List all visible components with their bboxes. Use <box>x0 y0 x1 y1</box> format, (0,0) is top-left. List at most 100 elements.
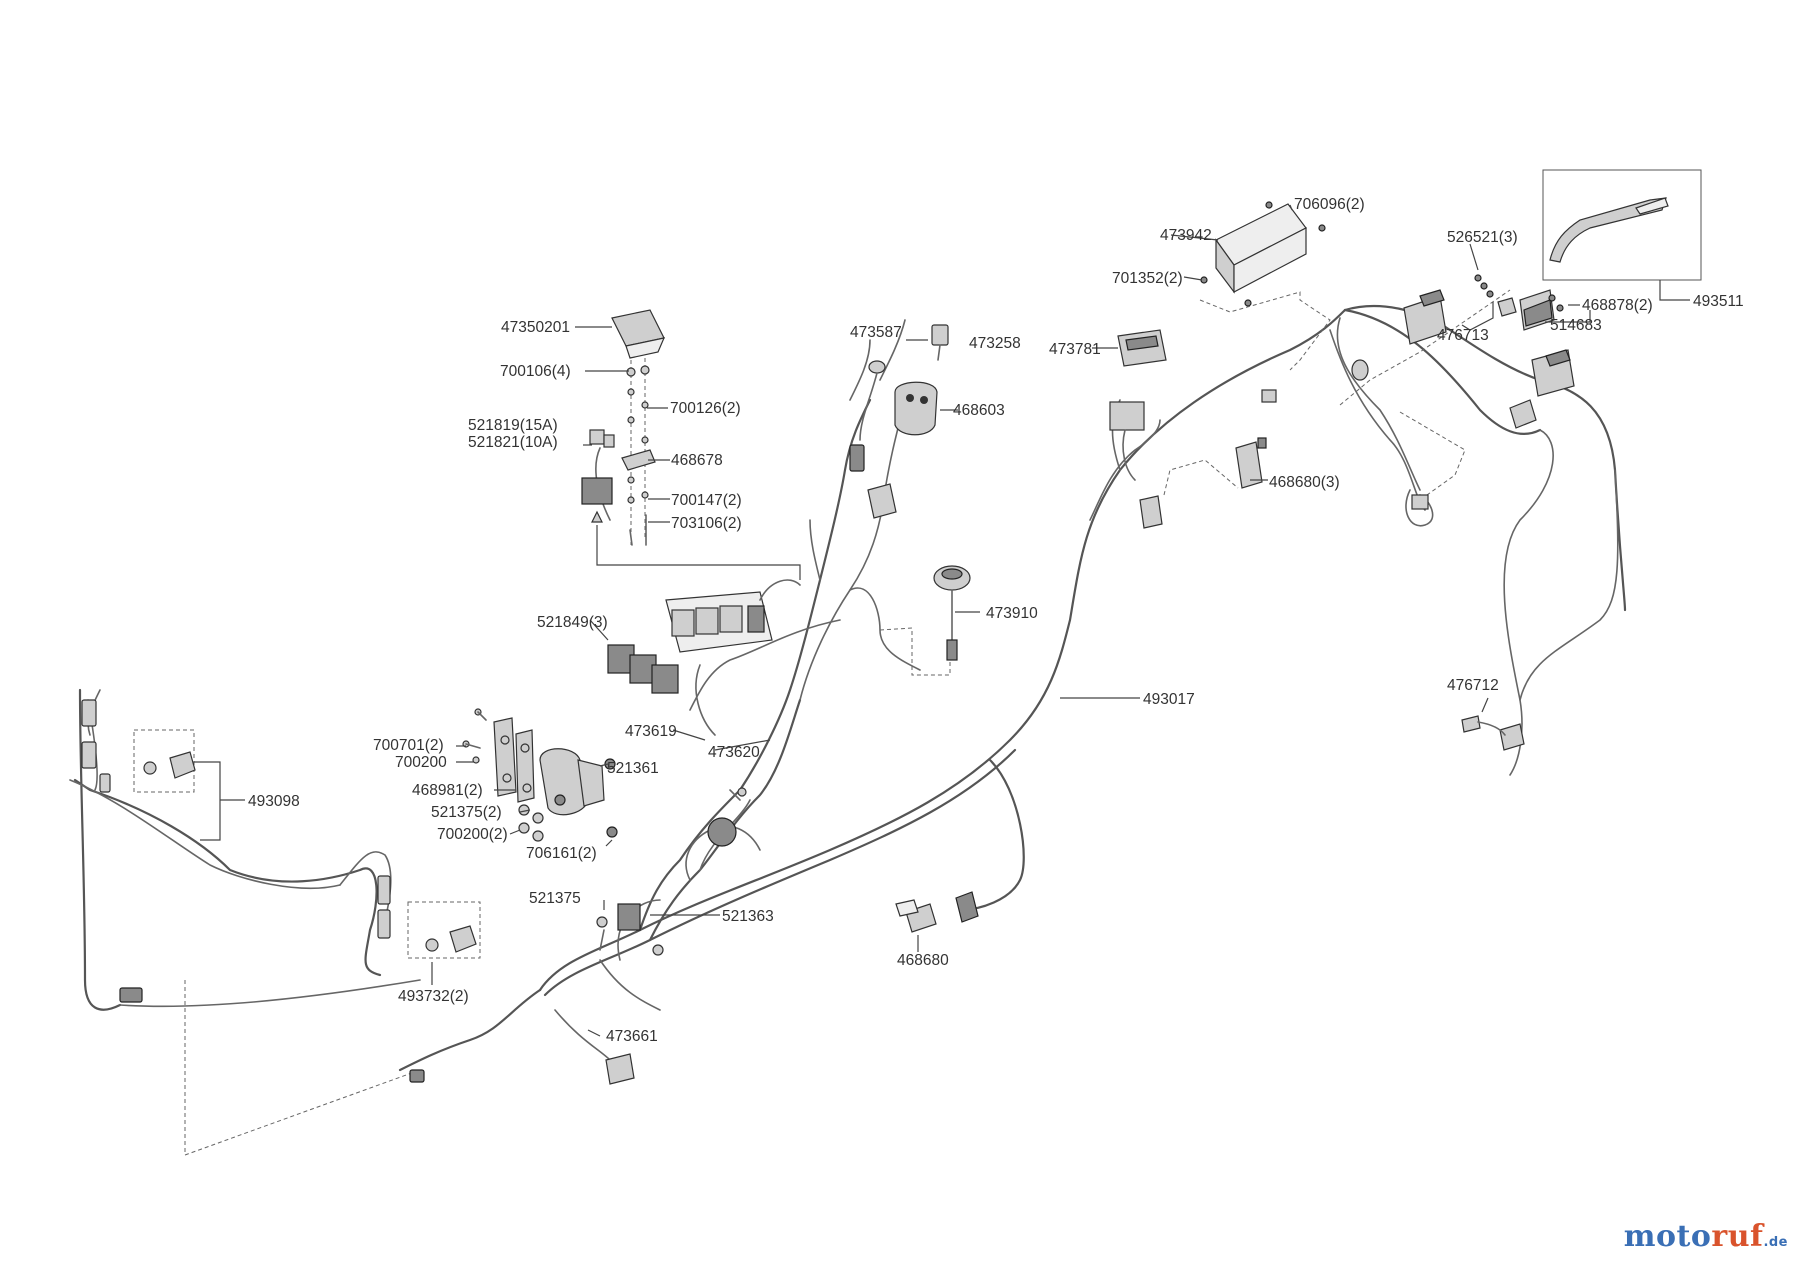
connector-icon <box>1109 401 1145 431</box>
label-521849: 521849(3) <box>537 614 608 631</box>
label-493732: 493732(2) <box>398 988 469 1005</box>
bracket-icon <box>493 717 517 797</box>
terminal-icon <box>596 916 608 928</box>
leader-lines <box>194 204 1690 1037</box>
relay-block-521849 <box>607 579 801 736</box>
connector-icon <box>1139 495 1163 529</box>
label-700126: 700126(2) <box>670 400 741 417</box>
connector-icon <box>1411 494 1429 510</box>
label-473661: 473661 <box>606 1028 658 1045</box>
relay-socket-icon <box>671 609 695 637</box>
label-473781: 473781 <box>1049 341 1101 358</box>
label-473942: 473942 <box>1160 227 1212 244</box>
label-521361: 521361 <box>607 760 659 777</box>
bracket-icon <box>621 449 656 471</box>
connector-icon <box>119 987 143 1003</box>
label-701352: 701352(2) <box>1112 270 1183 287</box>
label-468878: 468878(2) <box>1582 297 1653 314</box>
label-521375: 521375 <box>529 890 581 907</box>
label-706161: 706161(2) <box>526 845 597 862</box>
plunger-switch-icon <box>1235 441 1263 489</box>
label-521821: 521821(10A) <box>468 434 558 451</box>
label-473620: 473620 <box>708 744 760 761</box>
connector-icon <box>867 483 897 519</box>
connector-icon <box>1509 399 1537 429</box>
label-700106: 700106(4) <box>500 363 571 380</box>
fuse-icon <box>589 429 605 445</box>
connector-icon <box>377 875 391 905</box>
connector-icon <box>81 741 97 769</box>
connector-icon <box>1499 723 1525 751</box>
key-icon <box>931 324 949 346</box>
grommet-icon <box>1351 359 1369 381</box>
logo-accent: ruf <box>1711 1219 1764 1254</box>
logo-tld: .de <box>1763 1235 1788 1250</box>
label-706096: 706096(2) <box>1294 196 1365 213</box>
label-700701: 700701(2) <box>373 737 444 754</box>
label-468680: 468680 <box>897 952 949 969</box>
connector-icon <box>747 605 765 633</box>
label-526521: 526521(3) <box>1447 229 1518 246</box>
connector-icon <box>81 699 97 727</box>
label-521375-2: 521375(2) <box>431 804 502 821</box>
connector-icon <box>99 773 111 793</box>
terminal-icon <box>652 944 664 956</box>
main-harness-wires <box>398 304 1627 1072</box>
label-473619: 473619 <box>625 723 677 740</box>
label-493098: 493098 <box>248 793 300 810</box>
label-514683: 514683 <box>1550 317 1602 334</box>
light-bulb-icon <box>868 360 886 374</box>
connector-icon <box>605 1053 635 1085</box>
fuse-block-group <box>581 309 801 580</box>
relay-socket-icon <box>695 607 719 635</box>
label-493511: 493511 <box>1693 293 1744 310</box>
switch-body-icon <box>169 751 196 779</box>
switch-473781 <box>1109 329 1167 481</box>
connector-icon <box>946 639 958 661</box>
label-468678: 468678 <box>671 452 723 469</box>
label-476712: 476712 <box>1447 677 1499 694</box>
connector-icon <box>955 891 979 923</box>
label-700200-2: 700200(2) <box>437 826 508 843</box>
ignition-group <box>849 324 971 676</box>
motoruf-logo: motoruf.de <box>1624 1219 1788 1254</box>
connector-icon <box>409 1069 425 1083</box>
connector-icon <box>849 444 865 472</box>
relay-icon <box>651 664 679 694</box>
label-521363: 521363 <box>722 908 774 925</box>
label-700200: 700200 <box>395 754 447 771</box>
logo-name: moto <box>1623 1219 1712 1254</box>
screw-icon <box>143 761 157 775</box>
label-47350201: 47350201 <box>501 319 570 336</box>
label-468680-3: 468680(3) <box>1269 474 1340 491</box>
label-468603: 468603 <box>953 402 1005 419</box>
connector-icon <box>377 909 391 939</box>
screw-icon <box>425 938 439 952</box>
label-473258: 473258 <box>969 335 1021 352</box>
connector-icon <box>617 903 641 931</box>
relay-icon <box>581 477 613 505</box>
connector-icon <box>1261 389 1277 403</box>
lower-components <box>596 787 979 1085</box>
module-473942 <box>1199 201 1331 371</box>
solenoid-group-521361 <box>462 708 618 842</box>
callout-labels: 473942 706096(2) 701352(2) 526521(3) 468… <box>248 196 1744 1045</box>
label-703106: 703106(2) <box>671 515 742 532</box>
label-493017: 493017 <box>1143 691 1195 708</box>
label-473910: 473910 <box>986 605 1038 622</box>
connector-icon <box>1461 715 1481 733</box>
relay-socket-icon <box>719 605 743 633</box>
label-700147: 700147(2) <box>671 492 742 509</box>
label-521819: 521819(15A) <box>468 417 558 434</box>
right-components <box>1139 169 1702 751</box>
label-473587: 473587 <box>850 324 902 341</box>
battery-cable-icon <box>707 817 737 847</box>
fuse-icon <box>603 434 615 448</box>
harness-493098 <box>69 688 481 1156</box>
switch-body-icon <box>449 925 477 953</box>
ignition-switch-icon <box>894 381 938 436</box>
label-468981: 468981(2) <box>412 782 483 799</box>
label-476713: 476713 <box>1437 327 1489 344</box>
